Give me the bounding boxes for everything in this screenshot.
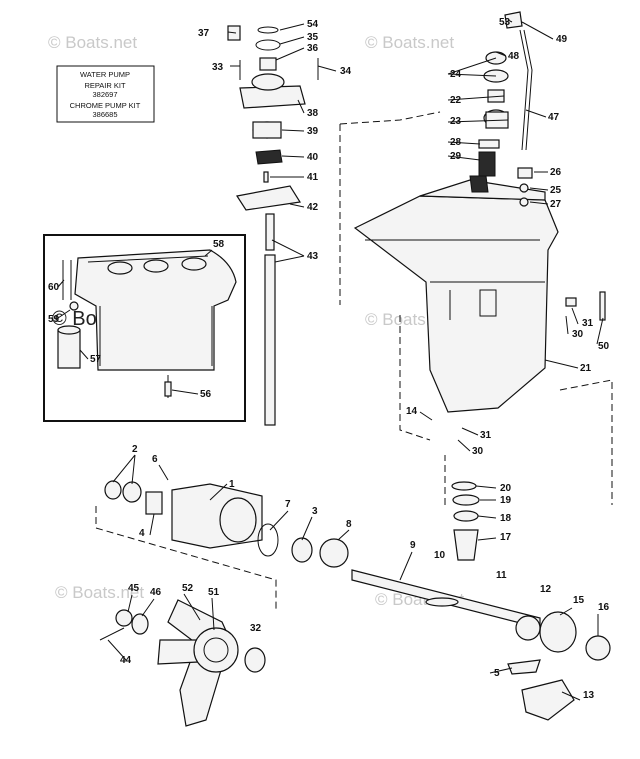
callout-36: 36 (307, 43, 319, 54)
kit-line: CHROME PUMP KIT (70, 101, 141, 110)
right-shaft-stack (478, 11, 606, 321)
kit-line: REPAIR KIT (84, 81, 126, 90)
kit-line: WATER PUMP (80, 70, 130, 79)
callout-48: 48 (508, 51, 520, 62)
callout-12: 12 (540, 584, 552, 595)
kit-box: WATER PUMP REPAIR KIT 382697 CHROME PUMP… (56, 65, 155, 123)
callout-19: 19 (500, 495, 512, 506)
callout-27: 27 (550, 199, 562, 210)
callout-32: 32 (250, 623, 262, 634)
callout-7: 7 (285, 499, 291, 510)
callout-21: 21 (580, 363, 592, 374)
callout-46: 46 (150, 587, 162, 598)
callout-26: 26 (550, 167, 562, 178)
callout-50: 50 (598, 341, 610, 352)
callout-2: 2 (132, 444, 138, 455)
water-pump-stack (227, 25, 319, 426)
gearcase-housing (353, 175, 559, 413)
callout-58: 58 (213, 239, 225, 250)
callout-43: 43 (307, 251, 319, 262)
callout-42: 42 (307, 202, 319, 213)
callout-22: 22 (450, 95, 462, 106)
callout-25: 25 (550, 185, 562, 196)
callout-59: 59 (48, 314, 60, 325)
callout-6: 6 (152, 454, 158, 465)
callout-47: 47 (548, 112, 560, 123)
callout-1: 1 (229, 479, 235, 490)
callout-14: 14 (406, 406, 418, 417)
callout-38: 38 (307, 108, 319, 119)
watermark: © Boats.net (48, 33, 137, 52)
callout-30: 30 (572, 329, 584, 340)
callout-45: 45 (128, 583, 140, 594)
callout-11: 11 (496, 570, 507, 581)
callout-37: 37 (198, 28, 210, 39)
callout-41: 41 (307, 172, 319, 183)
callout-57: 57 (90, 354, 102, 365)
inset-exhaust-housing (43, 234, 246, 422)
kit-line: 382697 (92, 90, 117, 99)
callout-30-lower: 30 (472, 446, 484, 457)
callout-13: 13 (583, 690, 595, 701)
lower-parts (104, 480, 611, 721)
kit-line: 386685 (92, 110, 117, 119)
leader-lines (57, 19, 604, 701)
propeller (99, 599, 266, 727)
callout-40: 40 (307, 152, 319, 163)
callout-4: 4 (139, 528, 145, 539)
callout-54: 54 (307, 19, 319, 30)
callout-5: 5 (494, 668, 500, 679)
callout-31-lower: 31 (480, 430, 492, 441)
callout-49: 49 (556, 34, 568, 45)
callout-53: 53 (499, 17, 511, 28)
callout-33: 33 (212, 62, 224, 73)
callout-44: 44 (120, 655, 132, 666)
watermark: © Boats.net (55, 583, 144, 602)
callout-20: 20 (500, 483, 512, 494)
callout-3: 3 (312, 506, 318, 517)
callout-10: 10 (434, 550, 446, 561)
callout-16: 16 (598, 602, 610, 613)
callout-8: 8 (346, 519, 352, 530)
callout-18: 18 (500, 513, 512, 524)
callout-31: 31 (582, 318, 594, 329)
callout-60: 60 (48, 282, 60, 293)
callout-34: 34 (340, 66, 352, 77)
callout-51: 51 (208, 587, 220, 598)
callout-15: 15 (573, 595, 585, 606)
callout-56: 56 (200, 389, 212, 400)
callout-17: 17 (500, 532, 512, 543)
callout-52: 52 (182, 583, 194, 594)
callout-9: 9 (410, 540, 416, 551)
callout-39: 39 (307, 126, 319, 137)
callout-35: 35 (307, 32, 319, 43)
watermark: © Boats.net (365, 33, 454, 52)
